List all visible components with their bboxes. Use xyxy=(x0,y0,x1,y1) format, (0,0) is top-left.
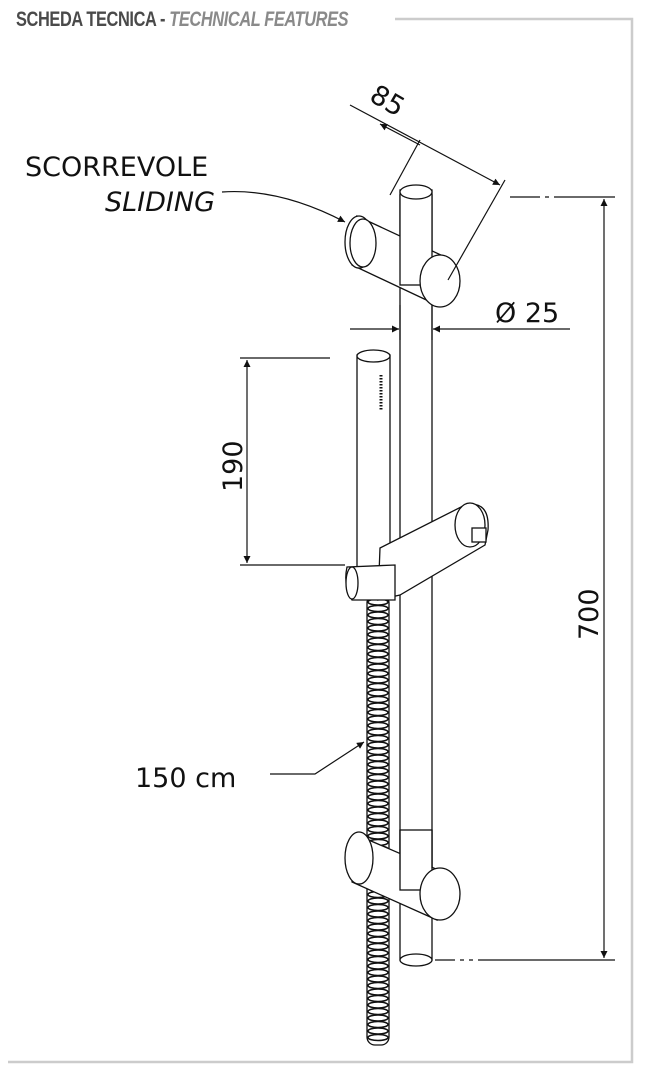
hose-callout: 150 cm xyxy=(135,741,365,794)
hose-coil xyxy=(367,832,389,840)
hose-coil xyxy=(367,760,389,769)
dimension-700: 700 xyxy=(435,196,615,961)
hose-coil xyxy=(367,767,389,775)
hose-coil xyxy=(367,650,389,658)
hose-coil xyxy=(367,676,389,684)
hose-coil xyxy=(367,656,389,665)
hose-coil xyxy=(367,721,389,730)
dimension-700-label: 700 xyxy=(574,588,605,640)
hose-coil xyxy=(367,695,389,704)
hose-coil xyxy=(367,734,389,743)
label-sliding: SLIDING xyxy=(105,187,215,218)
hose-coil xyxy=(367,916,389,925)
hose-coil xyxy=(367,702,389,710)
hose-coil xyxy=(367,962,389,970)
hose-coil xyxy=(367,1014,389,1022)
dimension-diameter-25: Ø 25 xyxy=(350,298,570,340)
page-header: SCHEDA TECNICA - TECHNICAL FEATURES xyxy=(16,8,349,32)
hose-coil xyxy=(367,825,389,834)
hose-coil xyxy=(367,754,389,762)
hose-coil xyxy=(367,708,389,717)
hose-coil xyxy=(367,630,389,639)
hose-coil xyxy=(367,981,389,990)
hose-coil xyxy=(367,903,389,912)
frame-border xyxy=(8,17,634,1064)
hose-coil xyxy=(367,994,389,1003)
hose-coil xyxy=(367,669,389,678)
dimension-diameter-label: Ø 25 xyxy=(495,298,559,329)
header-subtitle: TECHNICAL FEATURES xyxy=(169,8,349,31)
hose-coil xyxy=(367,747,389,756)
header-title: SCHEDA TECNICA xyxy=(16,8,156,31)
hose-coil xyxy=(367,988,389,996)
hose-coil xyxy=(367,968,389,977)
hose-coil xyxy=(367,689,389,697)
hose-coil xyxy=(367,1001,389,1009)
hose-coil xyxy=(367,728,389,736)
hose-coil xyxy=(367,942,389,951)
hose-coil xyxy=(367,624,389,632)
hose-coil xyxy=(367,611,389,619)
hose-coil xyxy=(367,910,389,918)
hose-coil xyxy=(367,786,389,795)
hose-coil xyxy=(367,1027,389,1035)
hose-coil xyxy=(367,955,389,964)
hose-coil xyxy=(367,949,389,957)
hose-coil xyxy=(367,1020,389,1029)
hose-coil xyxy=(367,741,389,749)
hose-coil xyxy=(367,715,389,723)
hose-coil xyxy=(367,793,389,801)
shower-hose xyxy=(366,594,390,1046)
hose-coil xyxy=(367,975,389,983)
hose-coil xyxy=(367,637,389,645)
dimension-190: 190 xyxy=(218,357,345,566)
hose-coil xyxy=(367,1007,389,1016)
hand-shower xyxy=(356,349,391,571)
dimension-190-label: 190 xyxy=(218,440,249,492)
top-wall-bracket xyxy=(344,184,461,308)
label-hose-length: 150 cm xyxy=(135,763,236,794)
hose-coil xyxy=(367,812,389,821)
hose-coil xyxy=(367,799,389,808)
sliding-holder xyxy=(345,502,489,601)
hose-coil xyxy=(367,806,389,814)
hose-coil xyxy=(367,643,389,652)
label-scorrevole: SCORREVOLE xyxy=(25,152,208,183)
hose-coil xyxy=(367,617,389,626)
hose-coil xyxy=(367,780,389,788)
header-separator: - xyxy=(155,8,170,31)
hose-coil xyxy=(367,682,389,691)
bottom-wall-bracket xyxy=(344,829,461,921)
hose-coil xyxy=(367,897,389,905)
hose-coil xyxy=(367,773,389,782)
hose-coil xyxy=(367,929,389,938)
hose-coil xyxy=(367,663,389,671)
hose-coil xyxy=(367,923,389,931)
hose-coil xyxy=(367,936,389,944)
hose-coil xyxy=(367,819,389,827)
hose-coil xyxy=(367,1033,389,1042)
hose-coil xyxy=(367,604,389,613)
sliding-callout: SCORREVOLE SLIDING xyxy=(25,152,346,223)
